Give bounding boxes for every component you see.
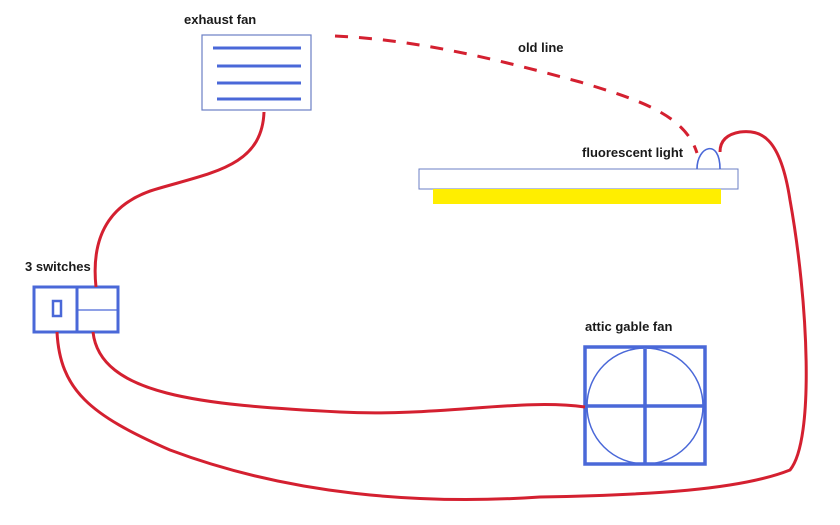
fluorescent-light-tube: [433, 189, 721, 204]
wire-switch-to-fluorescent-light: [55, 130, 808, 502]
switch-toggle: [51, 299, 63, 318]
attic-gable-fan: [583, 345, 707, 466]
fluorescent-light-label: fluorescent light: [582, 145, 684, 160]
wire-switch-to-gable-fan: [91, 331, 586, 415]
wire-switch-to-exhaust-fan: [93, 111, 266, 288]
switches-label: 3 switches: [25, 259, 91, 274]
switch-box: [32, 285, 120, 334]
fluorescent-light: [418, 147, 739, 204]
old-line-label: old line: [518, 40, 564, 55]
attic-gable-fan-label: attic gable fan: [585, 319, 673, 334]
fluorescent-light-fixture: [418, 168, 739, 190]
exhaust-fan-label: exhaust fan: [184, 12, 257, 27]
fluorescent-light-wire-loop: [696, 147, 721, 170]
old-line-wire: [334, 34, 699, 154]
exhaust-fan: [201, 34, 312, 111]
